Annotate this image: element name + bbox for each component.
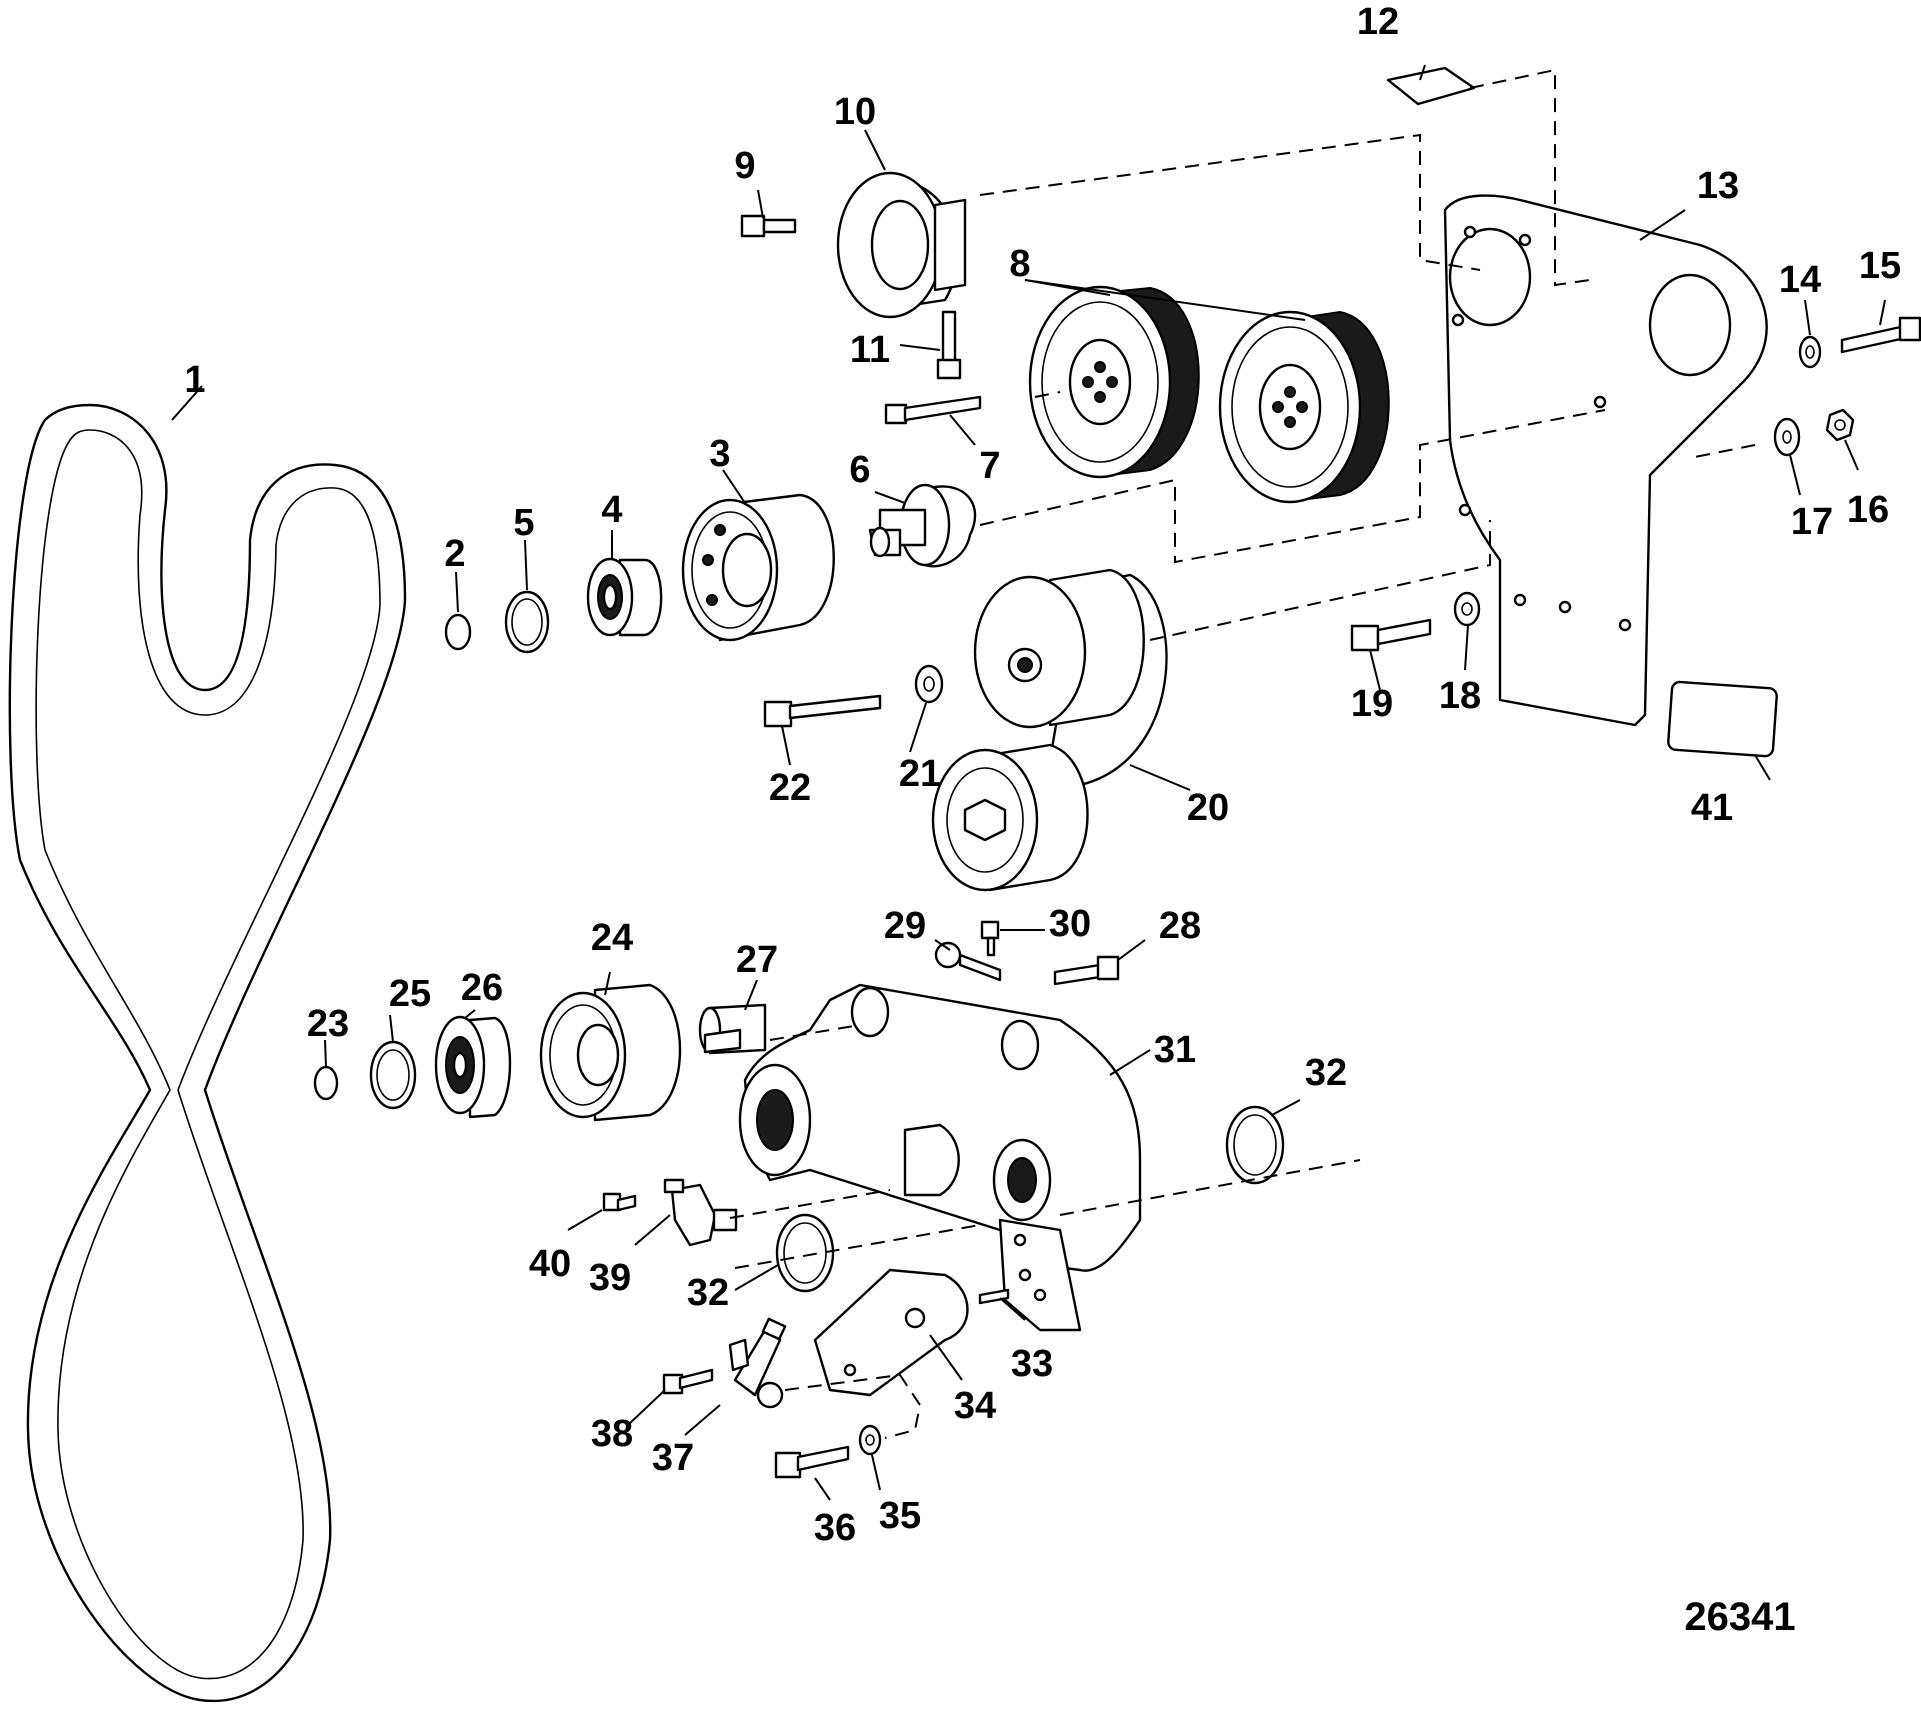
callout-10: 10: [834, 91, 876, 133]
drive-belt: [8, 403, 407, 1703]
bolt-19: [1350, 618, 1432, 652]
callout-27: 27: [736, 939, 778, 981]
washer-14: [1798, 335, 1822, 369]
nut-16: [1825, 408, 1855, 442]
callout-1: 1: [184, 359, 205, 401]
callout-12: 12: [1357, 1, 1399, 43]
callout-26: 26: [461, 967, 503, 1009]
callout-3: 3: [709, 433, 730, 475]
mounting-plate-13: [1443, 194, 1768, 727]
callout-25: 25: [389, 973, 431, 1015]
callout-18: 18: [1439, 675, 1481, 717]
ribbed-pulley-8a: [1028, 285, 1200, 479]
decal-41: [1667, 680, 1778, 758]
callout-19: 19: [1351, 683, 1393, 725]
washer-35: [858, 1424, 882, 1456]
callout-labels: 1 2 3 4 5 6 7 8 9 10 11 12 13 14 15 16 1…: [184, 1, 1901, 1549]
decal-12: [1386, 66, 1476, 106]
clip-29: [934, 941, 1002, 982]
bearing-26: [434, 1015, 512, 1119]
callout-40: 40: [529, 1243, 571, 1285]
callout-9: 9: [734, 145, 755, 187]
sensor-37: [728, 1317, 787, 1409]
callout-6: 6: [849, 449, 870, 491]
ribbed-pulley-8b: [1218, 310, 1390, 504]
callout-41: 41: [1691, 787, 1733, 829]
callout-7: 7: [979, 445, 1000, 487]
screw-30: [980, 920, 1000, 957]
callout-2: 2: [444, 533, 465, 575]
o-ring-32a: [1225, 1105, 1285, 1185]
stub-shaft-6: [868, 483, 977, 568]
callout-37: 37: [652, 1437, 694, 1479]
callout-33: 33: [1011, 1343, 1053, 1385]
bolt-36: [774, 1445, 850, 1479]
bearing-4: [586, 557, 663, 637]
retaining-ring-2: [444, 613, 472, 651]
callout-8: 8: [1009, 243, 1030, 285]
washer-17: [1773, 417, 1801, 457]
leader-lines: [171, 64, 1886, 1501]
through-bolt-7: [884, 395, 982, 425]
callout-35: 35: [879, 1495, 921, 1537]
fitting-39: [663, 1178, 738, 1247]
snap-ring-25: [369, 1040, 417, 1110]
callout-39: 39: [589, 1257, 631, 1299]
idler-pulley-3: [681, 493, 835, 642]
bolt-15: [1840, 316, 1921, 354]
figure-number: 26341: [1684, 1595, 1795, 1639]
callout-14: 14: [1779, 259, 1821, 301]
callout-30: 30: [1049, 903, 1091, 945]
clamp-collar-10: [836, 171, 967, 319]
callout-31: 31: [1154, 1029, 1196, 1071]
bolt-9: [740, 214, 797, 238]
flanged-pulley-24: [539, 983, 682, 1122]
pin-33: [978, 1288, 1010, 1305]
bolt-22: [763, 694, 882, 728]
belt-tensioner-20: [931, 568, 1168, 892]
callout-28: 28: [1159, 905, 1201, 947]
callout-29: 29: [884, 905, 926, 947]
callout-17: 17: [1791, 501, 1833, 543]
retaining-ring-23: [313, 1065, 339, 1101]
callout-24: 24: [591, 917, 633, 959]
snap-ring-5: [504, 590, 550, 654]
callout-11: 11: [850, 329, 890, 371]
callout-23: 23: [307, 1003, 349, 1045]
spacer-27: [698, 1003, 767, 1055]
callout-32a: 32: [1305, 1052, 1347, 1094]
alignment-lines: [729, 68, 1756, 1439]
callout-4: 4: [601, 489, 622, 531]
callout-32b: 32: [687, 1272, 729, 1314]
bolt-28: [1053, 955, 1120, 986]
bolt-38: [662, 1368, 714, 1395]
callout-13: 13: [1697, 165, 1739, 207]
o-ring-32b: [775, 1213, 835, 1293]
washer-21: [914, 664, 944, 704]
tensioner-bracket-31: [738, 983, 1142, 1332]
bolt-40: [602, 1192, 637, 1212]
callout-34: 34: [954, 1385, 996, 1427]
bracket-plate-34: [813, 1268, 969, 1397]
callout-36: 36: [814, 1507, 856, 1549]
callout-21: 21: [899, 753, 941, 795]
washer-18: [1453, 591, 1481, 627]
callout-5: 5: [513, 502, 534, 544]
callout-38: 38: [591, 1413, 633, 1455]
screw-11: [936, 310, 962, 380]
callout-22: 22: [769, 767, 811, 809]
callout-20: 20: [1187, 787, 1229, 829]
callout-15: 15: [1859, 245, 1901, 287]
callout-16: 16: [1847, 489, 1889, 531]
